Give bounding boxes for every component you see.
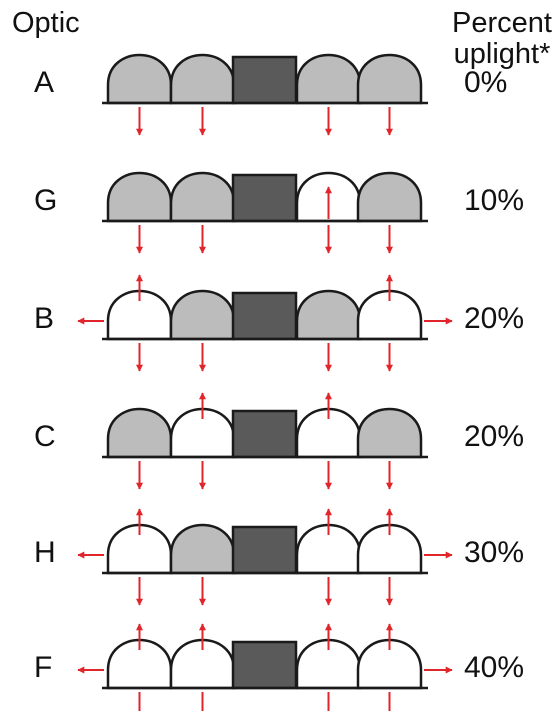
optic-rows (77, 53, 453, 711)
lens-dome-down-only (356, 171, 423, 223)
lens-dome-down-only (169, 289, 236, 341)
optic-label-a: A (34, 66, 55, 99)
optic-row-f (77, 623, 453, 711)
percent-uplight-value: 20% (464, 420, 525, 453)
optic-label-g: G (34, 184, 58, 217)
optic-label-h: H (34, 536, 56, 569)
optic-row-a (102, 53, 428, 136)
lens-dome-down-only (169, 523, 236, 575)
lens-dome-down-only (295, 289, 362, 341)
lens-dome-down-only (106, 407, 173, 459)
percent-uplight-value: 20% (464, 302, 525, 335)
optic-label-b: B (34, 302, 55, 335)
percent-uplight-column-header: Percent uplight* (452, 8, 552, 70)
percent-uplight-value: 40% (464, 651, 525, 684)
optic-row-h (77, 508, 453, 606)
optic-label-f: F (34, 651, 53, 684)
lens-dome-up-down (356, 523, 423, 575)
led-block (231, 525, 298, 575)
optic-row-b (77, 274, 453, 372)
lens-dome-down-only (106, 171, 173, 223)
led-block (231, 291, 298, 341)
optic-row-g (102, 171, 428, 254)
led-block (231, 409, 298, 459)
lens-dome-down-only (356, 53, 423, 105)
led-block (231, 55, 298, 105)
percent-uplight-header-line1: Percent (452, 7, 552, 39)
lens-dome-up-down (356, 638, 423, 690)
optic-row-c (102, 392, 428, 490)
percent-uplight-header-line2: uplight* (453, 38, 551, 70)
lens-dome-down-only (169, 171, 236, 223)
optic-column-header: Optic (12, 7, 80, 39)
percent-uplight-value: 30% (464, 536, 525, 569)
lens-dome-up-down (356, 289, 423, 341)
percent-uplight-value: 0% (464, 66, 508, 99)
led-block (231, 640, 298, 690)
optic-label-c: C (34, 420, 56, 453)
lens-dome-down-only (295, 53, 362, 105)
lens-dome-down-only (169, 53, 236, 105)
led-block (231, 173, 298, 223)
lens-dome-down-only (106, 53, 173, 105)
lens-dome-down-only (356, 407, 423, 459)
percent-uplight-value: 10% (464, 184, 525, 217)
